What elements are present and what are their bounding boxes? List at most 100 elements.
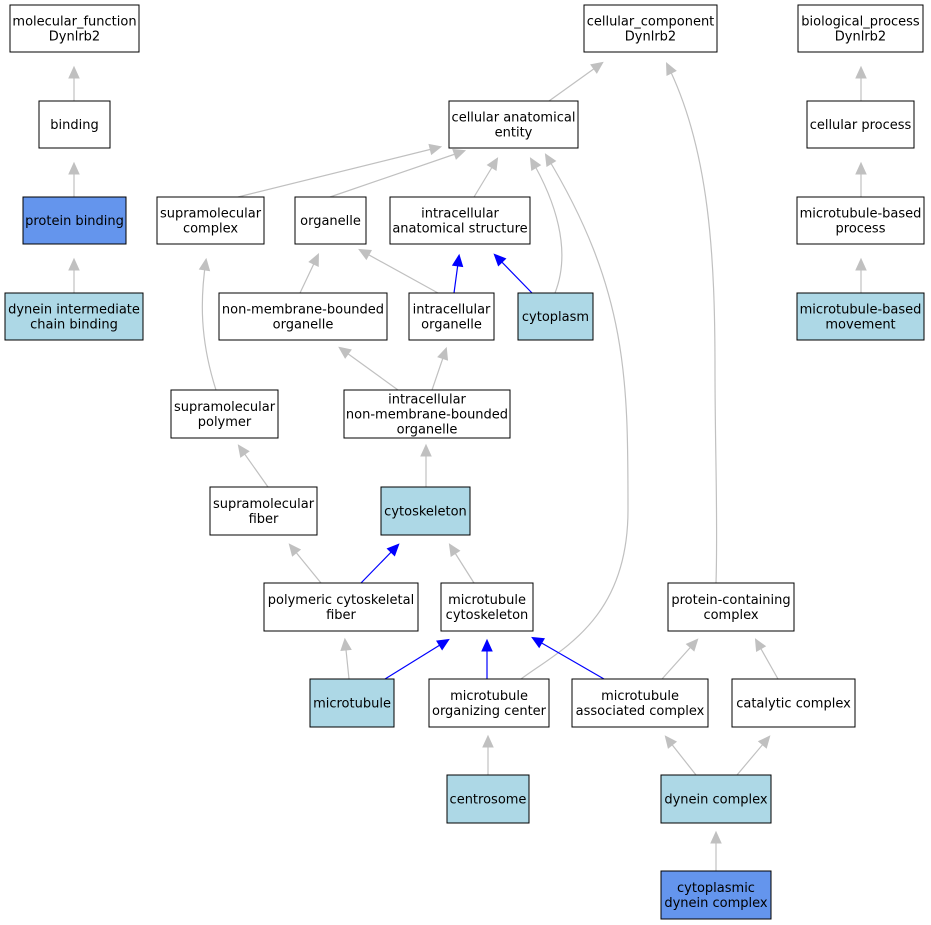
edge-arrowhead [436,638,450,651]
edge-arrowhead [68,257,80,271]
edge-arrowhead [68,161,80,175]
node-label-line: Dynlrb2 [835,30,886,45]
edge-inmbo-to-intra_org [431,346,449,391]
node-label-line: chain binding [30,318,118,333]
node-box[interactable] [440,582,534,632]
node-label-line: intracellular [413,303,491,318]
edge-line [201,259,217,391]
node-box[interactable] [660,870,772,920]
edge-arrowhead [451,253,464,268]
node-box[interactable] [38,100,111,149]
edge-arrowhead [68,65,80,79]
node-microtubule[interactable]: microtubule [309,678,395,728]
node-label-line: biological_process [801,15,920,30]
node-box[interactable] [22,196,127,245]
node-box[interactable] [4,292,144,341]
node-organelle[interactable]: organelle [294,196,367,245]
node-box[interactable] [294,196,367,245]
edge-line [530,158,563,294]
edges-layer [68,61,867,871]
node-label-line: organelle [273,318,334,333]
node-label-line: polymeric cytoskeletal [268,593,414,608]
node-label-line: process [836,222,886,237]
edge-cytoplasm-to-cae [529,157,563,294]
node-box[interactable] [218,292,388,341]
node-inmbo[interactable]: intracellularnon-membrane-boundedorganel… [343,389,511,439]
node-label-line: dynein complex [664,896,768,911]
node-box[interactable] [380,486,471,536]
edge-line [329,150,465,198]
edge-arrowhead [288,543,302,557]
node-box[interactable] [209,486,318,536]
node-box[interactable] [571,678,709,728]
edge-cyto_dynein-to-dynein [710,830,722,871]
edge-inmbo-to-nmbo [338,346,399,391]
node-cytoplasm[interactable]: cytoplasm [517,292,594,341]
edge-cytoplasm-to-ias [493,253,533,294]
node-box[interactable] [796,292,925,341]
edge-arrowhead [493,253,507,267]
node-box[interactable] [9,4,140,53]
node-label-line: supramolecular [174,400,276,415]
node-box[interactable] [797,4,924,53]
edge-line [359,249,439,294]
node-label-line: associated complex [576,704,705,719]
node-cytoskeleton[interactable]: cytoskeleton [380,486,471,536]
edge-arrowhead [855,257,867,271]
node-box[interactable] [170,389,279,439]
node-centrosome[interactable]: centrosome [446,774,530,824]
node-box[interactable] [448,100,579,149]
edge-arrowhead [338,346,352,359]
node-box[interactable] [806,100,915,149]
node-label-line: intracellular [421,207,499,222]
node-label-line: complex [183,222,238,237]
node-protein-binding[interactable]: protein binding [22,196,127,245]
node-box[interactable] [343,389,511,439]
node-label-line: fiber [249,512,279,527]
node-label-line: movement [825,318,895,333]
node-cell-process[interactable]: cellular process [806,100,915,149]
edge-ias-to-cae [473,157,499,198]
edge-arrowhead [544,153,557,167]
edge-intra_org-to-organelle [358,248,439,294]
node-box[interactable] [156,196,265,245]
node-box[interactable] [660,774,772,824]
node-label-line: cellular_component [587,15,715,30]
node-box[interactable] [389,196,531,245]
node-box[interactable] [517,292,594,341]
node-box[interactable] [263,582,419,632]
node-box[interactable] [309,678,395,728]
node-box[interactable] [731,678,856,728]
node-box[interactable] [796,196,925,245]
node-box[interactable] [408,292,495,341]
node-label-line: supramolecular [213,497,315,512]
node-box[interactable] [428,678,550,728]
node-box[interactable] [583,4,718,53]
node-catalytic[interactable]: catalytic complex [731,678,856,728]
node-binding[interactable]: binding [38,100,111,149]
node-box[interactable] [446,774,530,824]
node-label-line: molecular_function [12,15,136,30]
node-box[interactable] [667,582,795,632]
edge-cytoskeleton-to-inmbo [420,443,432,487]
node-dynein[interactable]: dynein complex [660,774,772,824]
